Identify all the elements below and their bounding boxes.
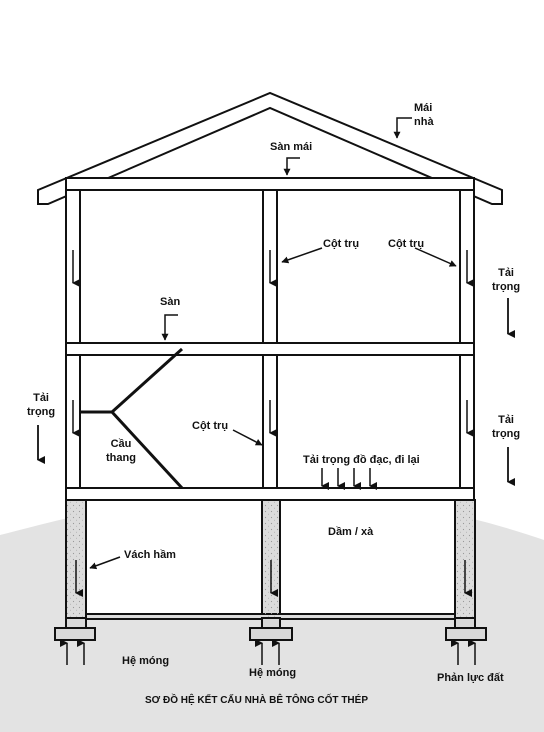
label-mai-nha: Mái nhà [414,102,434,128]
basement-room-right [279,499,456,615]
label-tai-trong-right-mid: Tải trọng [492,414,521,440]
footing-right [445,627,487,641]
pointer-cot-tru-2 [414,247,457,267]
label-san: Sàn [160,296,181,308]
pointer-san [161,314,178,341]
pointer-mai-nha [393,117,412,139]
label-he-mong-center: Hệ móng [249,667,297,679]
label-tai-trong-do-dac: Tải trọng đồ đạc, đi lại [303,454,420,466]
floor-slab-1 [65,487,475,501]
label-tai-trong-right-top: Tải trọng [492,267,521,293]
label-he-mong-left: Hệ móng [122,655,170,667]
pointer-cot-tru-3 [232,429,263,446]
pointer-san-mai [283,157,300,176]
label-dam-xa: Dầm / xà [328,526,374,538]
roof-slab [65,177,475,191]
roof [37,91,503,205]
label-san-mai: Sàn mái [270,141,313,153]
label-cot-tru-1: Cột trụ [323,238,360,250]
label-tai-trong-left: Tải trọng [27,392,56,418]
label-cau-thang: Cầu thang [106,438,136,464]
floor-slab-2 [65,342,475,356]
label-cot-tru-3: Cột trụ [192,420,229,432]
footing-center [249,627,293,641]
staircase [80,347,184,490]
label-vach-ham: Vách hầm [124,549,176,561]
pointer-cot-tru-1 [281,247,323,264]
diagram-title: SƠ ĐỒ HỆ KẾT CẤU NHÀ BÊ TÔNG CỐT THÉP [145,695,368,706]
pointer-vach-ham [89,556,121,570]
footing-left [54,627,96,641]
basement-room-left [85,499,263,615]
label-phan-luc-dat: Phản lực đất [437,672,504,684]
label-cot-tru-2: Cột trụ [388,238,425,250]
